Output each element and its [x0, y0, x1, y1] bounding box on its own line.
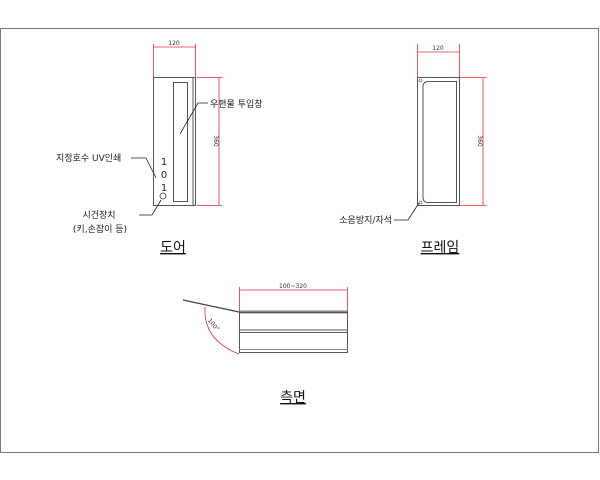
door-view: 120 360 우편물 투입창 지정호수 UV인쇄 1 0 1 시건장치 (키,… — [56, 40, 263, 256]
side-title: 측면 — [280, 390, 306, 406]
magnet-note: 소음방지/자석 — [339, 215, 392, 226]
magnet-icon — [418, 200, 423, 205]
side-view: 100~320 100° 측면 — [182, 283, 348, 406]
lock-leader — [139, 199, 162, 216]
room-number-digit: 0 — [161, 170, 167, 181]
uv-note: 지정호수 UV인쇄 — [56, 153, 121, 164]
angle-dim: 100° — [206, 317, 221, 333]
room-number-digit: 1 — [161, 157, 167, 168]
room-number-digit: 1 — [161, 183, 167, 194]
angle-arc — [204, 306, 240, 355]
frame-height-dim: 360 — [476, 135, 483, 147]
mail-slot — [173, 82, 188, 202]
slot-note: 우편물 투입창 — [210, 98, 263, 110]
door-height-dim: 360 — [212, 135, 219, 147]
frame-title: 프레임 — [421, 240, 460, 256]
lock-note-2: (키,손잡이 등) — [73, 223, 127, 235]
door-outline — [153, 77, 196, 206]
frame-view: 120 360 소음방지/자석 프레임 — [339, 44, 486, 256]
door-title: 도어 — [160, 240, 186, 256]
sheet-border — [0, 28, 599, 453]
frame-inner — [422, 81, 457, 203]
magnet-icon — [418, 78, 423, 83]
door-width-dim: 120 — [168, 40, 180, 47]
depth-dim: 100~320 — [279, 283, 307, 290]
frame-outline — [417, 77, 460, 206]
magnet-leader — [394, 202, 420, 221]
slot-leader — [179, 102, 208, 135]
frame-width-dim: 120 — [432, 45, 444, 52]
lock-note-1: 시건장치 — [82, 209, 115, 221]
lock-icon — [159, 192, 167, 200]
open-door-line — [182, 299, 240, 313]
uv-leader — [131, 157, 157, 179]
